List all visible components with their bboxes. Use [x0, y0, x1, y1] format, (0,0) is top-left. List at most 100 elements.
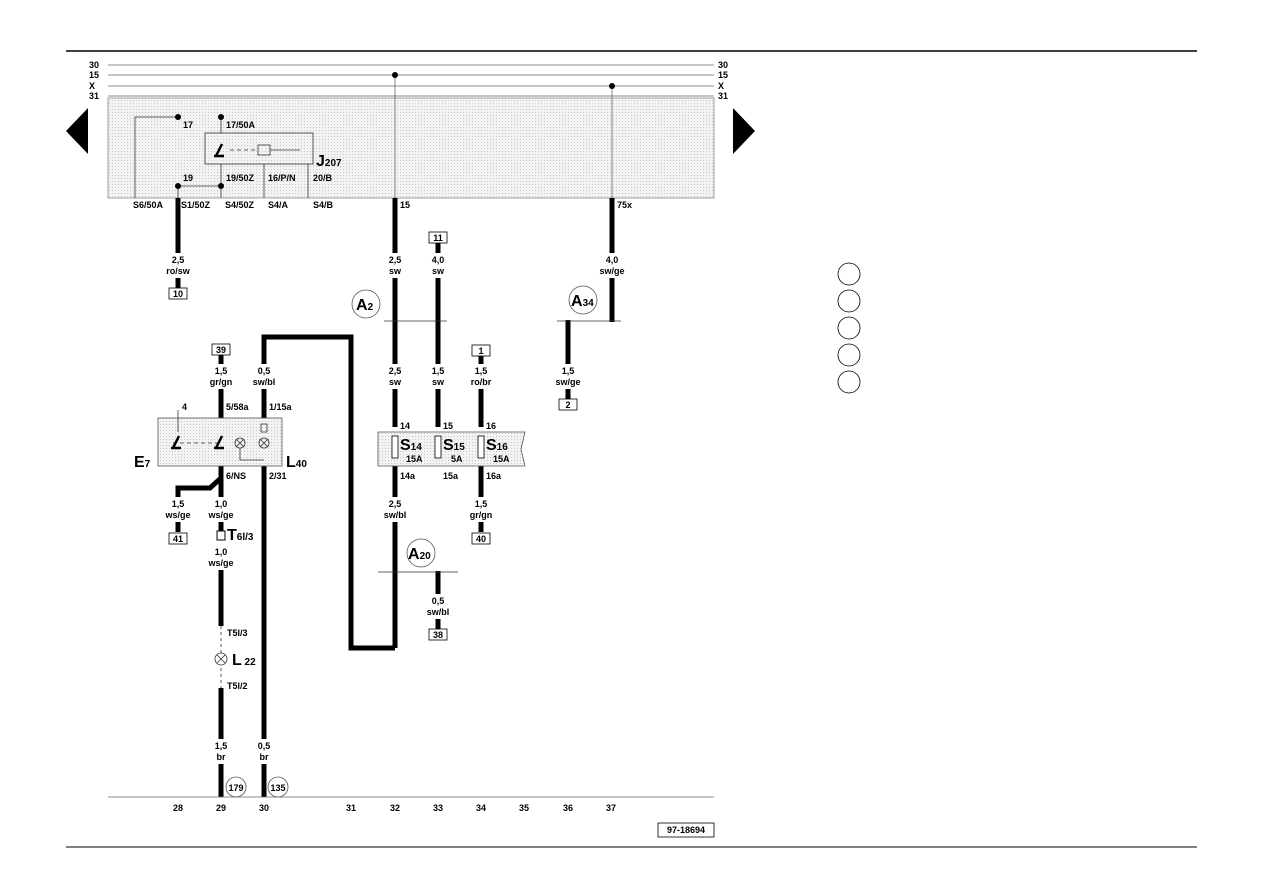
svg-text:1: 1 [478, 346, 483, 356]
connector-label: S1/50Z [181, 200, 211, 210]
svg-text:1,5: 1,5 [215, 366, 228, 376]
svg-text:gr/gn: gr/gn [210, 377, 233, 387]
wire-labels: 2,5ro/sw 2,5sw 4,0sw 4,0sw/ge 2,5sw 1,5s… [164, 255, 624, 762]
doc-code-box [657, 822, 715, 838]
connector-label: 75x [617, 200, 632, 210]
rail-labels-left: 30 15 X 31 [89, 60, 99, 101]
fuse-block [377, 431, 526, 467]
relay-contact-icon [214, 143, 224, 158]
svg-text:sw: sw [432, 266, 445, 276]
svg-text:15A: 15A [406, 454, 423, 464]
svg-text:sw/bl: sw/bl [427, 607, 450, 617]
splice-a20: A20 [406, 538, 436, 568]
svg-text:32: 32 [390, 803, 400, 813]
svg-text:2,5: 2,5 [172, 255, 185, 265]
lamp-pin-label: 1/15a [269, 402, 293, 412]
svg-text:br: br [217, 752, 226, 762]
lamp-l22-label: L 22 [232, 652, 256, 669]
svg-text:4,0: 4,0 [606, 255, 619, 265]
switch-e7-internals [173, 410, 270, 461]
doc-code: 97-18694 [667, 825, 705, 835]
svg-text:1,5: 1,5 [432, 366, 445, 376]
svg-text:16a: 16a [486, 471, 502, 481]
svg-text:41: 41 [173, 534, 183, 544]
svg-text:1,5: 1,5 [562, 366, 575, 376]
lamp-pin-label: T5l/3 [227, 628, 248, 638]
svg-text:14a: 14a [400, 471, 416, 481]
relay-pin-label: 17 [183, 120, 193, 130]
junction-dot [175, 114, 181, 120]
svg-text:2: 2 [565, 400, 570, 410]
svg-text:5A: 5A [451, 454, 463, 464]
svg-text:br: br [260, 752, 269, 762]
svg-text:2,5: 2,5 [389, 255, 402, 265]
relay-pin-label: 16/P/N [268, 173, 296, 183]
connector-label: S4/B [313, 200, 334, 210]
svg-text:1,5: 1,5 [475, 499, 488, 509]
prev-page-arrow-icon[interactable] [66, 108, 88, 154]
svg-text:sw: sw [389, 377, 402, 387]
relay-pin-label: 19 [183, 173, 193, 183]
relay-pin-label: 17/50A [226, 120, 256, 130]
rail-label: X [718, 81, 724, 91]
svg-text:31: 31 [346, 803, 356, 813]
svg-text:1,5: 1,5 [215, 741, 228, 751]
connector-label: S4/50Z [225, 200, 255, 210]
relay-pin-label: 20/B [313, 173, 333, 183]
svg-text:1,5: 1,5 [172, 499, 185, 509]
svg-text:0,5: 0,5 [258, 741, 271, 751]
svg-text:28: 28 [173, 803, 183, 813]
svg-text:15a: 15a [443, 471, 459, 481]
switch-contact-icon [214, 435, 224, 450]
junction-dot [609, 83, 615, 89]
svg-text:0,5: 0,5 [258, 366, 271, 376]
svg-text:gr/gn: gr/gn [470, 510, 493, 520]
svg-text:35: 35 [519, 803, 529, 813]
switch-e7-label: E7 [134, 454, 151, 471]
fuse-labels: 14 15 16 S14 S15 S16 15A 5A 15A 14a 15a … [400, 421, 510, 481]
svg-text:sw: sw [389, 266, 402, 276]
relay-name: J207 [316, 153, 342, 170]
next-page-arrow-icon[interactable] [733, 108, 755, 154]
svg-text:S14: S14 [400, 437, 422, 454]
svg-text:1,0: 1,0 [215, 499, 228, 509]
svg-text:10: 10 [173, 289, 183, 299]
svg-text:ws/ge: ws/ge [207, 558, 233, 568]
connector-label: S4/A [268, 200, 289, 210]
svg-text:33: 33 [433, 803, 443, 813]
svg-text:ro/sw: ro/sw [166, 266, 191, 276]
lamp-l40-label: L40 [286, 454, 307, 471]
svg-text:179: 179 [228, 783, 243, 793]
lamp-pin-label: 2/31 [269, 471, 287, 481]
svg-text:A2: A2 [356, 297, 374, 314]
relay-panel [107, 97, 715, 199]
junction-dot [392, 72, 398, 78]
svg-text:ws/ge: ws/ge [207, 510, 233, 520]
svg-text:sw/bl: sw/bl [253, 377, 276, 387]
svg-text:15A: 15A [493, 454, 510, 464]
rails [108, 64, 714, 97]
svg-text:A34: A34 [571, 293, 594, 310]
connector-t6-icon [216, 530, 226, 541]
connector-label: S6/50A [133, 200, 164, 210]
svg-text:S16: S16 [486, 437, 508, 454]
svg-text:11: 11 [433, 233, 443, 243]
svg-text:29: 29 [216, 803, 226, 813]
junction-dot [218, 183, 224, 189]
svg-text:4,0: 4,0 [432, 255, 445, 265]
svg-text:34: 34 [476, 803, 486, 813]
svg-text:S15: S15 [443, 437, 465, 454]
svg-text:2,5: 2,5 [389, 499, 402, 509]
svg-text:39: 39 [216, 345, 226, 355]
junction-dot [175, 183, 181, 189]
svg-text:38: 38 [433, 630, 443, 640]
relay-pin-label: 19/50Z [226, 173, 255, 183]
track-numbers: 28 29 30 31 32 33 34 35 36 37 [173, 803, 616, 813]
svg-text:40: 40 [476, 534, 486, 544]
rail-label: 15 [89, 70, 99, 80]
lamp-l22 [214, 626, 228, 688]
svg-text:sw/ge: sw/ge [599, 266, 624, 276]
svg-text:14: 14 [400, 421, 410, 431]
switch-contact-icon [171, 435, 181, 450]
ref-boxes: 10 11 1 2 39 41 40 38 [168, 231, 578, 641]
